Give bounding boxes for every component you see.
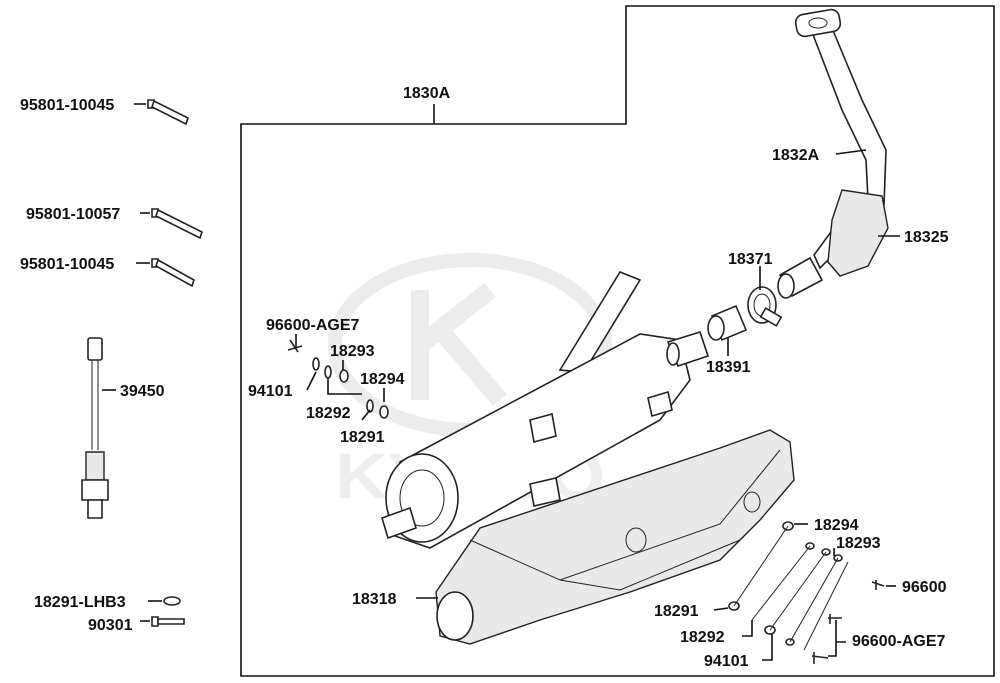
label-96600-AGE7-left: 96600-AGE7: [266, 317, 359, 334]
label-18292-left: 18292: [306, 405, 351, 422]
muffler-body: [381, 271, 710, 549]
right-hardware-group: [728, 521, 885, 664]
label-18294-left: 18294: [360, 371, 405, 388]
label-stud-3: 95801-10045: [20, 256, 114, 273]
assembly-frame: [240, 5, 995, 677]
stud-bolt-2: [151, 208, 203, 240]
pipe-clamp: [747, 286, 783, 327]
label-18291-left: 18291: [340, 429, 385, 446]
stud-bolt-1: [147, 99, 189, 126]
label-18371: 18371: [728, 251, 773, 268]
pipe-heat-guard: [827, 189, 889, 277]
label-18325: 18325: [904, 229, 949, 246]
label-90301: 90301: [88, 617, 133, 634]
stud-bolt-3: [151, 258, 195, 288]
label-39450: 39450: [120, 383, 165, 400]
label-1832A: 1832A: [772, 147, 820, 164]
label-stud-1: 95801-10045: [20, 97, 114, 114]
muffler-cover: [435, 429, 795, 645]
label-stud-2: 95801-10057: [26, 206, 120, 223]
pipe-gasket: [707, 304, 748, 342]
label-18292-right: 18292: [680, 629, 725, 646]
label-18318: 18318: [352, 591, 397, 608]
label-18291-LHB3: 18291-LHB3: [34, 594, 126, 611]
o2-sensor: [81, 337, 109, 519]
label-1830A: 1830A: [403, 85, 451, 102]
label-18391: 18391: [706, 359, 751, 376]
label-18293-left: 18293: [330, 343, 375, 360]
label-18291-right: 18291: [654, 603, 699, 620]
label-18294-right: 18294: [814, 517, 859, 534]
label-94101-left: 94101: [248, 383, 293, 400]
left-hardware-group: [287, 339, 389, 419]
label-18293-right: 18293: [836, 535, 881, 552]
sensor-screw: [151, 616, 185, 627]
sensor-washer: [163, 596, 181, 606]
label-94101-right: 94101: [704, 653, 749, 670]
label-96600-AGE7-right: 96600-AGE7: [852, 633, 945, 650]
label-96600-right: 96600: [902, 579, 947, 596]
